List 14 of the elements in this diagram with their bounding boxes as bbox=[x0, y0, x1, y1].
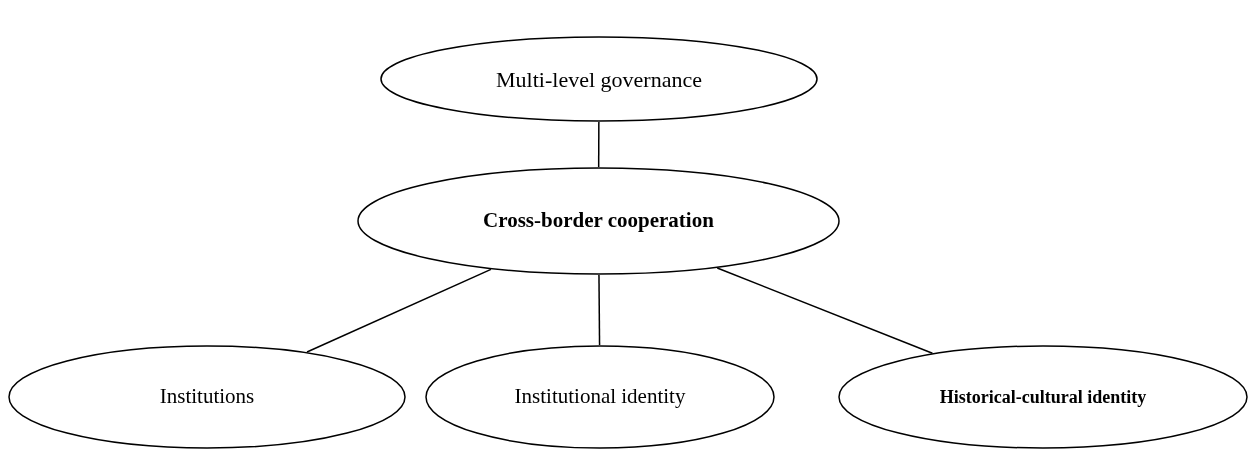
ellipse-node bbox=[425, 345, 775, 449]
node-label: Institutions bbox=[159, 383, 255, 411]
connector-line bbox=[597, 121, 600, 168]
ellipse-node bbox=[8, 345, 406, 449]
ellipse-node bbox=[380, 36, 818, 122]
node-label: Historical-cultural identity bbox=[939, 385, 1147, 409]
node-label: Cross-border cooperation bbox=[483, 207, 714, 235]
connector-line bbox=[306, 268, 492, 353]
connector-line bbox=[716, 267, 934, 354]
ellipse-node bbox=[357, 167, 840, 275]
ellipse-node bbox=[838, 345, 1248, 449]
connector-line bbox=[598, 274, 601, 346]
node-label: Multi-level governance bbox=[496, 65, 702, 94]
node-label: Institutional identity bbox=[514, 383, 686, 411]
